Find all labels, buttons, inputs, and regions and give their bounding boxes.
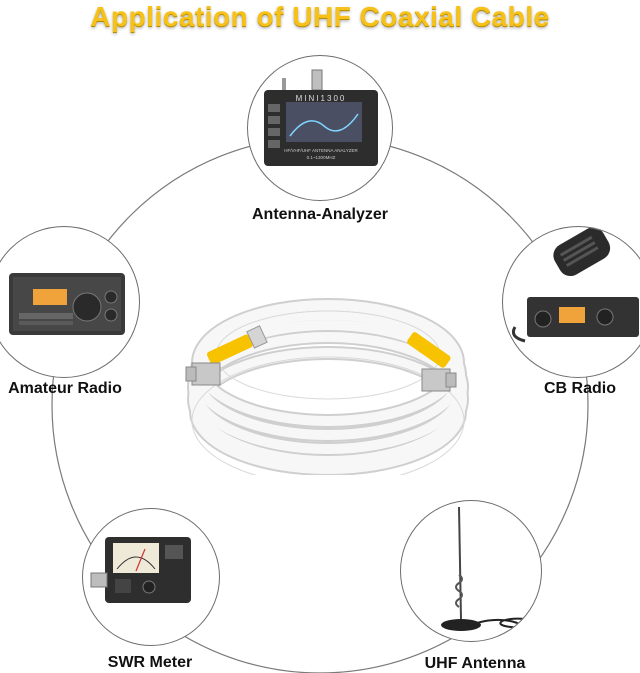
analyzer-panel-text: HF/VHF/UHF ANTENNA ANALYZER (284, 148, 358, 153)
label-amateur-radio: Amateur Radio (8, 380, 122, 397)
device-node-swr-meter (82, 508, 220, 646)
analyzer-range-text: 0.1~1300MHZ (307, 155, 336, 160)
label-swr-meter: SWR Meter (107, 654, 193, 671)
device-node-uhf-antenna (400, 500, 542, 642)
antenna-analyzer-icon: MINI1300 HF/VHF/UHF ANTENNA ANALYZER 0.1… (264, 69, 378, 166)
uhf-antenna-icon (441, 506, 526, 631)
label-antenna-analyzer: Antenna-Analyzer (251, 206, 389, 223)
cb-radio-icon (511, 227, 639, 343)
device-node-amateur-radio (0, 226, 140, 378)
analyzer-model-text: MINI1300 (296, 94, 347, 103)
device-node-antenna-analyzer: MINI1300 HF/VHF/UHF ANTENNA ANALYZER 0.1… (247, 55, 393, 201)
label-uhf-antenna: UHF Antenna (424, 655, 526, 672)
swr-meter-icon (90, 537, 191, 603)
coaxial-cable-coil-icon (185, 298, 469, 475)
label-cb-radio: CB Radio (544, 380, 616, 397)
page-title: Application of UHF Coaxial Cable (90, 1, 550, 32)
amateur-radio-icon (9, 273, 125, 335)
device-node-cb-radio (502, 226, 640, 378)
